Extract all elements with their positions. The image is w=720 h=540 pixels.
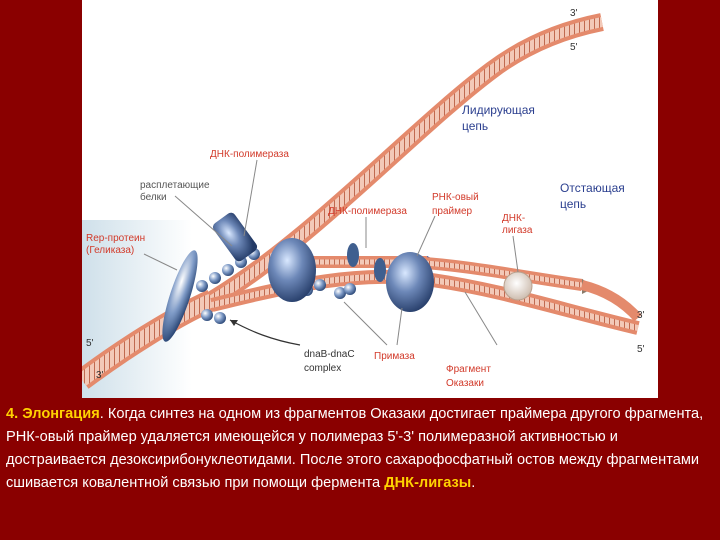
label-leading-strand-2: цепь (462, 119, 488, 133)
label-dna-ligase-1: ДНК- (502, 213, 525, 224)
caption-step: 4. Элонгация (6, 406, 100, 422)
label-lagging-strand-1: Отстающая (560, 181, 625, 195)
label-okazaki-1: Фрагмент (446, 364, 491, 375)
label-end-right-5: 5' (637, 344, 645, 355)
label-dna-polymerase-mid: ДНК-полимераза (328, 206, 407, 217)
label-end-left-3: 3' (96, 370, 104, 381)
diagram-svg: 3' 5' Лидирующая цепь Отстающая цепь ДНК… (82, 8, 645, 398)
caption-enzyme: ДНК-лигазы (384, 475, 472, 491)
rep-helicase (162, 250, 198, 342)
pointer-lines (143, 159, 519, 346)
leading-polymerase (212, 212, 258, 262)
parental-duplex-rungs (82, 293, 215, 386)
label-rep-protein-1: Rep-протеин (86, 233, 145, 244)
label-end-right-3: 3' (637, 310, 645, 321)
clamp-1 (347, 243, 359, 267)
complex-arrowhead (230, 320, 238, 326)
okazaki-fragment-2-rungs (411, 259, 583, 288)
label-leading-strand-1: Лидирующая (462, 103, 535, 117)
label-dnab-1: dnaB-dnaC (304, 349, 355, 360)
label-ssb-2: белки (140, 191, 167, 203)
label-ssb-1: расплетающие (140, 180, 210, 191)
caption-text: 4. Элонгация. Когда синтез на одном из ф… (6, 403, 714, 495)
complex-arrow (229, 319, 301, 346)
label-okazaki-2: Оказаки (446, 378, 484, 389)
label-rna-primer-1: РНК-овый (432, 192, 479, 203)
label-end-top-3: 3' (570, 8, 578, 19)
label-end-left-5: 5' (86, 338, 94, 349)
label-lagging-strand-2: цепь (560, 197, 586, 211)
label-primase: Примаза (374, 351, 415, 362)
lagging-strand-end (580, 280, 642, 322)
clamp-2 (374, 258, 386, 282)
label-dna-polymerase-top: ДНК-полимераза (210, 149, 289, 160)
caption-body: . Когда синтез на одном из фрагментов Ок… (6, 406, 704, 491)
dna-ligase (503, 271, 533, 301)
caption-end: . (471, 475, 476, 491)
label-rep-protein-2: (Геликаза) (86, 245, 134, 256)
label-end-top-5: 5' (570, 42, 578, 53)
label-dnab-2: complex (304, 363, 341, 374)
lagging-polymerase-2 (386, 252, 434, 312)
replication-fork-diagram: 3' 5' Лидирующая цепь Отстающая цепь ДНК… (82, 0, 658, 398)
label-rna-primer-2: праймер (432, 206, 473, 217)
lagging-polymerase-1 (268, 238, 316, 302)
label-dna-ligase-2: лигаза (502, 225, 533, 236)
